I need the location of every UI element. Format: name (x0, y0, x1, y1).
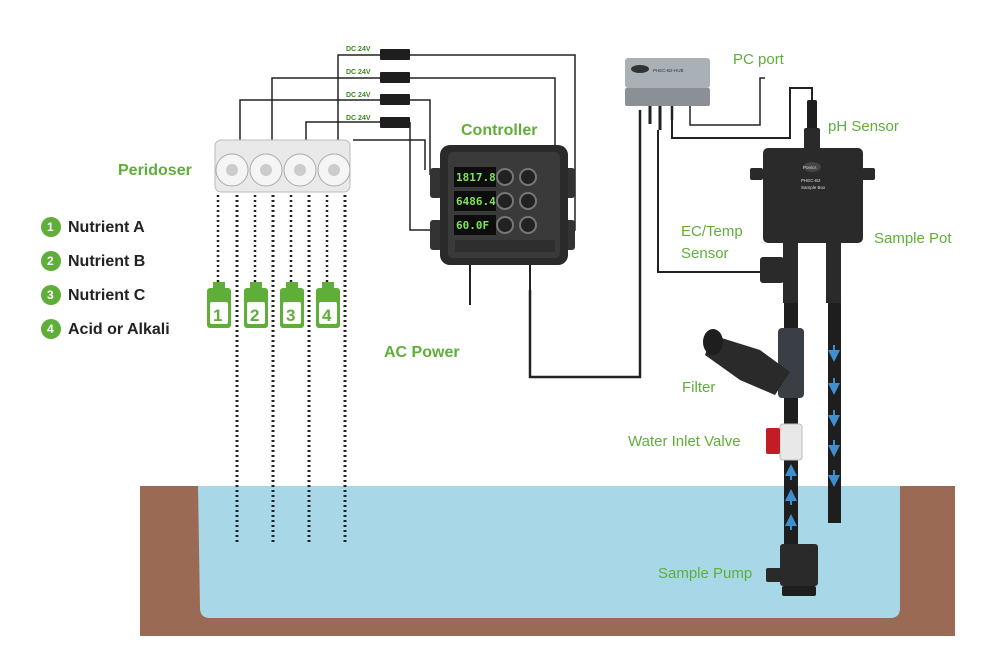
legend-item: 2 Nutrient B (41, 251, 145, 271)
legend-label: Nutrient A (68, 219, 145, 236)
controller-unit: 1817.80 6486.40 60.0F (430, 145, 575, 305)
power-supply: DC 24V (346, 115, 410, 128)
bottle-number: 4 (322, 306, 332, 325)
sample-box-brand: Ponics (803, 165, 817, 170)
legend-label: Nutrient B (68, 253, 145, 270)
sample-pump (766, 544, 818, 596)
ec-sensor-cable (657, 130, 770, 273)
sensor-hub: PHEC-B2-HUB (625, 58, 710, 130)
power-supplies: DC 24V DC 24V DC 24V DC 24V (346, 46, 410, 128)
pump-head (215, 153, 249, 187)
ph-sensor-cable (671, 87, 813, 139)
display-ec: 1817.80 (456, 171, 502, 184)
legend-item: 1 Nutrient A (41, 217, 145, 237)
controller-hub-cable (528, 110, 642, 379)
filter (703, 328, 804, 398)
display-tds: 6486.40 (456, 195, 502, 208)
legend-number: 4 (47, 322, 54, 336)
water-inlet-valve-label: Water Inlet Valve (628, 433, 741, 450)
water-inlet-valve (766, 423, 803, 461)
nutrient-bottle: 1 (207, 282, 231, 328)
legend-number: 3 (47, 288, 54, 302)
pc-port-label: PC port (733, 51, 785, 68)
dosing-tubes (216, 195, 347, 545)
legend-label: Acid or Alkali (68, 321, 170, 338)
sample-box-model: PHEC-B2 (801, 178, 821, 183)
reservoir (140, 486, 955, 636)
bottle-number: 1 (213, 306, 222, 325)
sample-pump-label: Sample Pump (658, 565, 752, 582)
pump-head (249, 153, 283, 187)
ec-temp-sensor-label-2: Sensor (681, 245, 729, 262)
legend-label: Nutrient C (68, 287, 146, 304)
power-supply-label: DC 24V (346, 92, 371, 99)
display-temp: 60.0F (456, 219, 489, 232)
ph-sensor (804, 100, 820, 150)
bottle-number: 3 (286, 306, 295, 325)
power-supply: DC 24V (346, 92, 410, 105)
sample-pot-label: Sample Pot (874, 230, 952, 247)
power-supply: DC 24V (346, 46, 410, 60)
pump-head (283, 153, 317, 187)
pc-port-cable (689, 77, 765, 126)
power-supply-label: DC 24V (346, 115, 371, 122)
power-supply: DC 24V (346, 69, 410, 83)
sample-box: Ponics PHEC-B2 Sample Box (750, 148, 875, 303)
controller-label: Controller (461, 122, 537, 139)
sample-box-sub: Sample Box (801, 185, 826, 190)
legend-item: 3 Nutrient C (41, 285, 146, 305)
nutrient-bottles: 1 2 3 4 (207, 282, 340, 328)
ac-power-label: AC Power (384, 344, 460, 361)
water-tank (198, 486, 900, 618)
legend-number: 1 (47, 220, 54, 234)
hub-label: PHEC-B2-HUB (653, 68, 684, 73)
peridoser-unit (214, 139, 351, 193)
nutrient-bottle: 4 (316, 282, 340, 328)
legend-number: 2 (47, 254, 54, 268)
nutrient-bottle: 3 (280, 282, 304, 328)
filter-label: Filter (682, 379, 715, 396)
peridoser-label: Peridoser (118, 162, 192, 179)
power-supply-label: DC 24V (346, 46, 371, 53)
control-knobs (496, 168, 537, 234)
ec-temp-sensor-label-1: EC/Temp (681, 223, 743, 240)
pump-head (317, 153, 351, 187)
nutrient-bottle: 2 (244, 282, 268, 328)
bottle-number: 2 (250, 306, 259, 325)
power-supply-label: DC 24V (346, 69, 371, 76)
legend-item: 4 Acid or Alkali (41, 319, 170, 339)
legend: 1 Nutrient A 2 Nutrient B 3 Nutrient C 4… (41, 217, 170, 339)
ph-sensor-label: pH Sensor (828, 118, 899, 135)
